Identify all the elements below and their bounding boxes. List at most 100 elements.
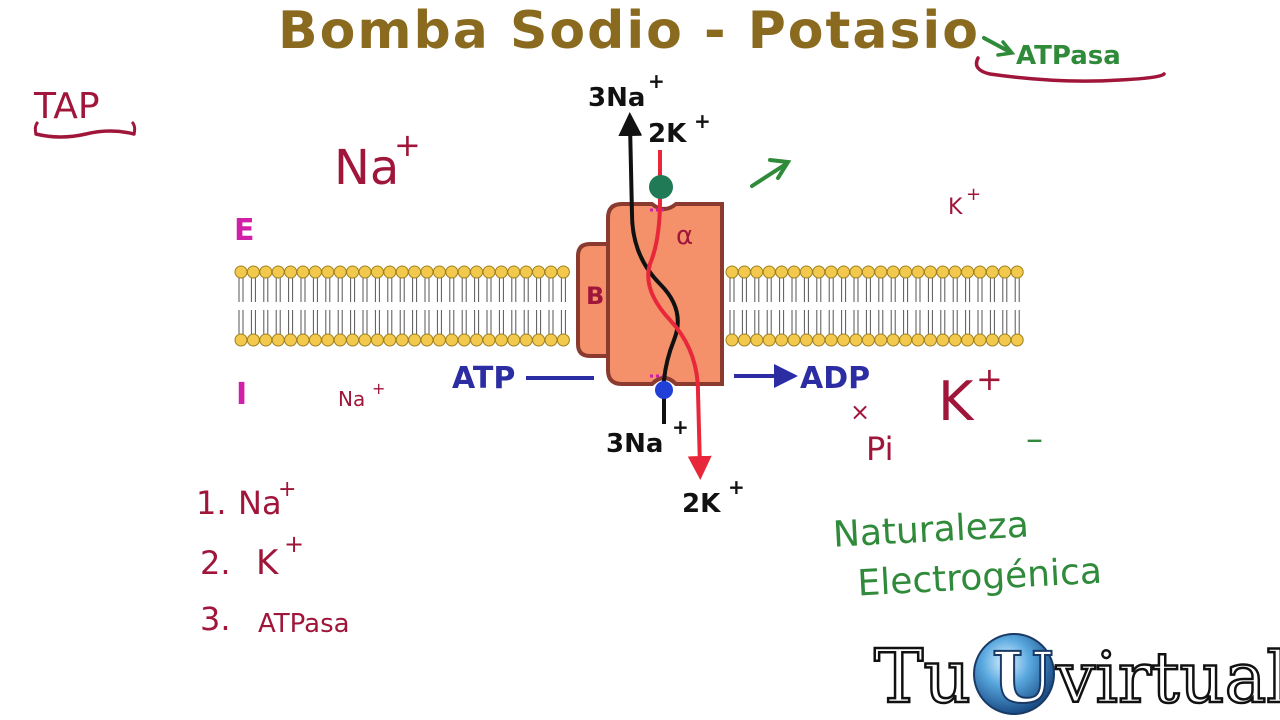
lipid-head bbox=[482, 265, 496, 279]
lipid-head bbox=[737, 333, 751, 347]
bottom-potassium-label: 2K + bbox=[682, 475, 745, 519]
alpha-subunit bbox=[606, 202, 724, 386]
lipid-head bbox=[874, 265, 888, 279]
k-inside-text: K bbox=[938, 370, 975, 433]
lipid-head bbox=[874, 333, 888, 347]
lipid-head bbox=[936, 265, 950, 279]
lipid-head bbox=[358, 333, 372, 347]
lipid-head bbox=[284, 265, 298, 279]
lipid-head bbox=[948, 265, 962, 279]
k-outside-sup: + bbox=[966, 184, 981, 205]
lipid-head bbox=[775, 333, 789, 347]
lipid-head bbox=[408, 333, 422, 347]
lipid-head bbox=[948, 333, 962, 347]
lipid-head bbox=[911, 265, 925, 279]
alpha-subunit-label: α bbox=[676, 221, 693, 251]
lipid-head bbox=[985, 333, 999, 347]
lipid-head bbox=[519, 333, 533, 347]
lipid-head bbox=[271, 333, 285, 347]
potassium-binding-site bbox=[649, 175, 673, 199]
lipid-head bbox=[507, 265, 521, 279]
lipid-head bbox=[899, 265, 913, 279]
na-outside-ion: Na + bbox=[334, 126, 421, 196]
lipid-head bbox=[358, 265, 372, 279]
intracellular-label: I bbox=[236, 377, 247, 412]
lipid-head bbox=[519, 265, 533, 279]
na-outside-sup: + bbox=[394, 126, 421, 164]
lipid-head bbox=[998, 333, 1012, 347]
lipid-head bbox=[308, 333, 322, 347]
lipid-head bbox=[494, 333, 508, 347]
lipid-head bbox=[420, 265, 434, 279]
atp-hydrolysis: ATP ADP × Pi bbox=[452, 361, 893, 468]
lipid-head bbox=[861, 333, 875, 347]
lipid-head bbox=[284, 333, 298, 347]
lipid-head bbox=[420, 333, 434, 347]
na-outside-text: Na bbox=[334, 140, 399, 196]
top-sodium-label: 3Na + bbox=[588, 69, 665, 113]
lipid-head bbox=[246, 333, 260, 347]
lipid-head bbox=[544, 333, 558, 347]
green-arrow-icon bbox=[750, 158, 792, 188]
extracellular-label: E bbox=[234, 213, 255, 248]
lipid-head bbox=[725, 333, 739, 347]
top-na-text: 3Na bbox=[588, 83, 645, 113]
lipid-head bbox=[985, 265, 999, 279]
lipid-head bbox=[246, 265, 260, 279]
lipid-head bbox=[973, 265, 987, 279]
top-potassium-label: 2K + bbox=[648, 109, 711, 149]
logo-text-left: Tu bbox=[874, 634, 971, 720]
lipid-head bbox=[775, 265, 789, 279]
adp-label: ADP bbox=[800, 361, 870, 396]
lipid-head bbox=[321, 265, 335, 279]
list-item-num: 3. bbox=[200, 600, 231, 638]
list-item-text: Na bbox=[238, 484, 282, 522]
lipid-head bbox=[911, 333, 925, 347]
lipid-head bbox=[799, 265, 813, 279]
lipid-head bbox=[457, 265, 471, 279]
lipid-head bbox=[799, 333, 813, 347]
lipid-head bbox=[998, 265, 1012, 279]
na-inside-text: Na bbox=[338, 387, 365, 411]
lipid-head bbox=[849, 265, 863, 279]
electrogenic-line2: Electrogénica bbox=[857, 551, 1103, 605]
tap-underline bbox=[34, 129, 136, 139]
lipid-head bbox=[383, 265, 397, 279]
tuvirtual-logo: Tu U virtual bbox=[873, 633, 1280, 720]
lipid-head bbox=[370, 333, 384, 347]
list-item-sup: + bbox=[284, 530, 304, 558]
lipid-head bbox=[259, 265, 273, 279]
lipid-head bbox=[849, 333, 863, 347]
lipid-head bbox=[432, 265, 446, 279]
lipid-head bbox=[762, 265, 776, 279]
beta-subunit-label: B bbox=[586, 282, 604, 310]
k-inside-dash: – bbox=[1026, 419, 1043, 459]
lipid-head bbox=[886, 265, 900, 279]
bottom-na-text: 3Na bbox=[606, 429, 663, 459]
atp-label: ATP bbox=[452, 361, 515, 396]
lipid-head bbox=[750, 265, 764, 279]
lipid-head bbox=[333, 265, 347, 279]
lipid-head bbox=[861, 265, 875, 279]
numbered-list: 1. Na + 2. K + 3. ATPasa bbox=[196, 477, 350, 639]
k-outside-ion: K + bbox=[948, 184, 981, 220]
lipid-head bbox=[1010, 333, 1024, 347]
top-k-sup: + bbox=[694, 109, 711, 133]
lipid-head bbox=[899, 333, 913, 347]
atpasa-note-text: ATPasa bbox=[1016, 41, 1121, 71]
lipid-head bbox=[762, 333, 776, 347]
k-outside-text: K bbox=[948, 195, 963, 220]
lipid-head bbox=[259, 333, 273, 347]
k-inside-sup: + bbox=[976, 360, 1003, 398]
lipid-head bbox=[445, 333, 459, 347]
lipid-head bbox=[812, 333, 826, 347]
lipid-head bbox=[824, 265, 838, 279]
lipid-head bbox=[936, 333, 950, 347]
lipid-head bbox=[395, 265, 409, 279]
lipid-head bbox=[296, 333, 310, 347]
lipid-head bbox=[321, 333, 335, 347]
lipid-head bbox=[812, 265, 826, 279]
bottom-na-sup: + bbox=[672, 415, 689, 439]
lipid-head bbox=[333, 333, 347, 347]
